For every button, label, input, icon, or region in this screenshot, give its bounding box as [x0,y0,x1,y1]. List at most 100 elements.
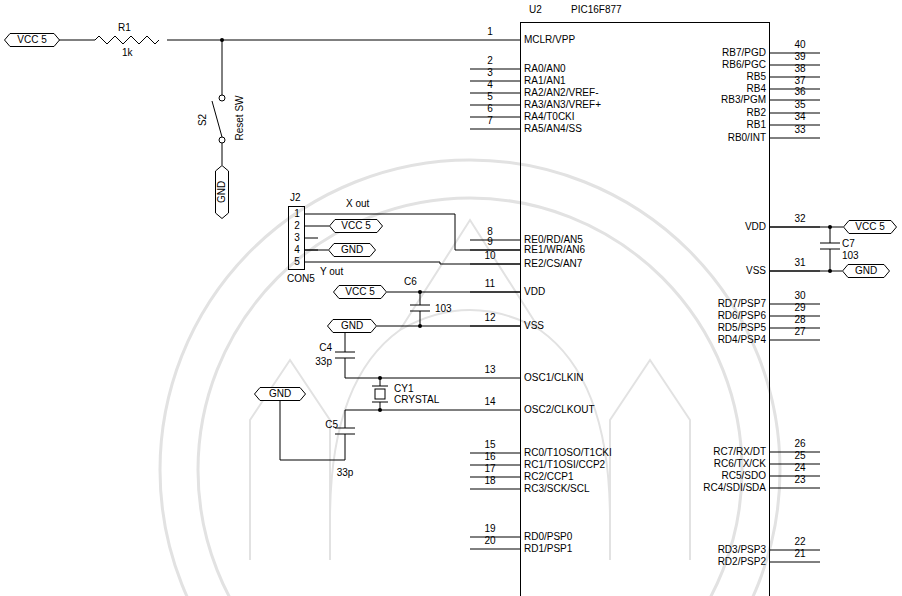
pin-name: RB0/INT [728,133,766,143]
pin-name: RD7/PSP7 [718,299,766,309]
crystal-symbol [375,389,385,399]
pin-number: 18 [484,476,495,486]
pin-stub [470,69,520,70]
pin-number: 16 [484,452,495,462]
capacitor-symbol [335,333,355,378]
pin-name: RC1/T1OSI/CCP2 [524,460,605,470]
power-port: VCC 5 [329,219,383,233]
pin-number: 14 [484,397,495,407]
node-text: GND [217,181,227,203]
ground-port: GND [254,387,306,401]
part-label: 103 [842,251,859,261]
pin-stub [470,549,520,550]
pin-name: RD6/PSP6 [718,311,766,321]
part-label: R1 [118,23,131,33]
pin-name: RA0/AN0 [524,64,566,74]
wire [305,238,318,250]
pin-number: 15 [484,440,495,450]
wire-connector [770,227,843,228]
pin-number: 26 [794,439,805,449]
pin-number: 37 [794,76,805,86]
pin-number: 33 [794,125,805,135]
wire [167,40,470,41]
pin-name: RB1 [747,120,766,130]
part-label: CRYSTAL [394,395,439,405]
pin-name: RB6/PGC [722,60,766,70]
power-port: VCC 5 [843,220,897,234]
pin-stub [470,105,520,106]
pin-stub [470,117,520,118]
junction-dots [220,38,832,412]
wires [58,36,840,460]
pin-number: 34 [794,112,805,122]
seal-watermark [160,160,780,596]
part-label: 33p [315,357,332,367]
part-label: C5 [325,420,338,430]
pin-name: RA3/AN3/VREF+ [524,100,601,110]
pin-number: 23 [794,475,805,485]
pin-number: 11 [485,279,495,289]
pin-stub [470,129,520,130]
pin-name: RC5/SDO [722,471,766,481]
pin-name: RD1/PSP1 [524,544,572,554]
wire [280,401,345,460]
pin-number: 2 [487,56,493,66]
pin-name: RB2 [747,108,766,118]
pin-stubs [470,40,820,562]
pin-number: 35 [794,100,805,110]
pin-name: RB7/PGD [722,48,766,58]
pin-number: 3 [487,68,493,78]
node-text: GND [341,321,363,331]
pin-name: MCLR/VPP [524,35,575,45]
pin-name: RD0/PSP0 [524,532,572,542]
pin-name: RE0/RD/AN5 [524,235,583,245]
pin-stub [470,93,520,94]
pin-number: 12 [484,313,495,323]
pin-number: 29 [794,303,805,313]
part-label: Y out [320,267,343,277]
wire-connector [377,326,520,327]
pin-number: 39 [794,52,805,62]
part-label: 4 [294,245,300,255]
switch-lever [212,101,222,137]
pin-number: 32 [794,214,805,224]
pin-number: 13 [484,365,495,375]
pin-name: RD2/PSP2 [718,557,766,567]
resistor-symbol [95,36,159,44]
node-text: PIC16F877 [571,5,622,15]
pin-name: RA4/T0CKI [524,112,575,122]
wire-connector [305,226,329,227]
pin-number: 10 [484,251,495,261]
pin-name: RA1/AN1 [524,76,566,86]
wire [58,40,95,41]
pin-name: RE1/WR/AN6 [524,245,585,255]
switch-contact [219,95,225,101]
pin-number: 4 [487,80,493,90]
pin-number: 30 [794,291,805,301]
pin-number: 27 [794,327,805,337]
pin-name: RE2/CS/AN7 [524,259,582,269]
node-text: U2 [529,5,542,15]
pin-stub [470,40,520,41]
pin-stub [470,489,520,490]
wire [222,40,223,95]
pin-number: 25 [794,451,805,461]
node-text: GND [269,389,291,399]
wire-connector [305,262,520,264]
pin-number: 19 [484,524,495,534]
capacitor-symbol [335,410,355,460]
pin-number: 20 [484,536,495,546]
pin-name: RC2/CCP1 [524,472,573,482]
wire [222,143,223,165]
part-label: S2 [198,114,208,126]
node-text: J2 [290,193,301,203]
part-label: C4 [319,343,332,353]
node-text: VCC 5 [17,35,46,45]
ground-port: GND [842,264,890,278]
pin-name: VDD [745,222,766,232]
pin-stub [470,410,520,411]
node-text: GND [341,245,363,255]
part-label: 5 [294,257,300,267]
